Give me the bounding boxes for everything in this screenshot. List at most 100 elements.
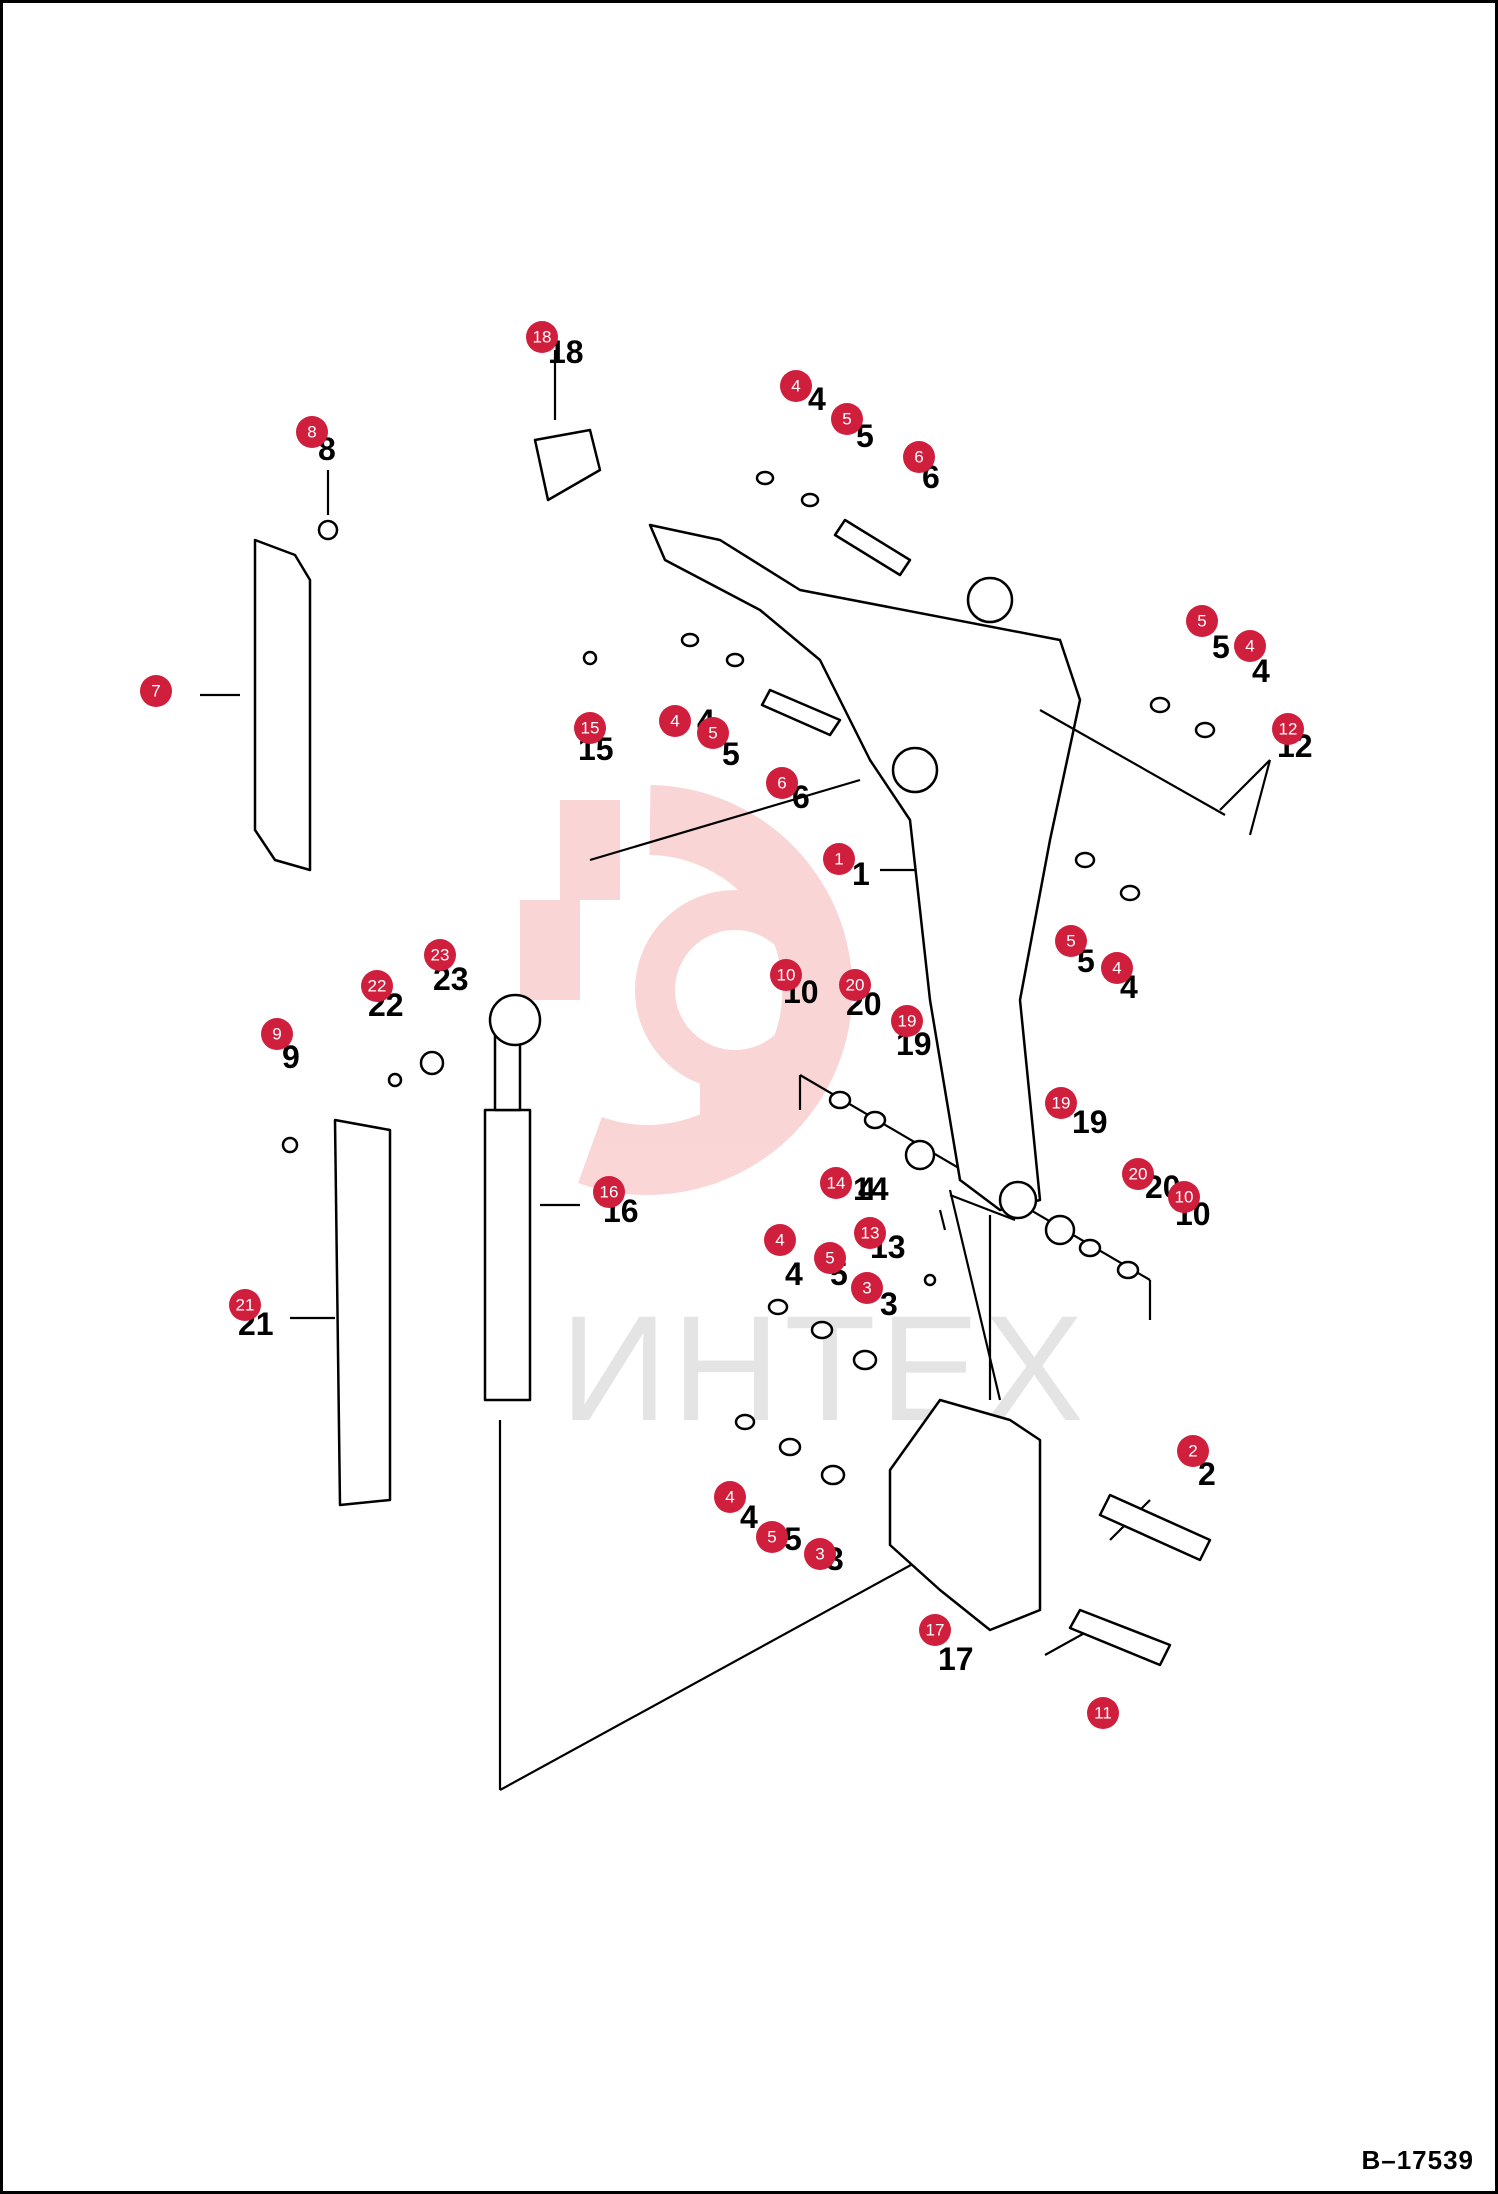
part-16-cylinder: [483, 1108, 532, 1402]
callout-4f: 4: [714, 1481, 746, 1513]
callout-16: 16: [593, 1176, 625, 1208]
svg-text:11: 11: [1094, 1704, 1112, 1723]
callout-3b: 3: [804, 1538, 836, 1570]
reference-code: B–17539: [1361, 2145, 1474, 2175]
part-8-nut: [317, 519, 339, 541]
svg-text:8: 8: [307, 423, 316, 442]
part-17-bracket: [888, 1398, 1042, 1632]
svg-text:3: 3: [815, 1545, 824, 1564]
svg-text:16: 16: [600, 1183, 619, 1202]
callout-5c: 5: [697, 717, 729, 749]
label-17: 17: [938, 1641, 974, 1677]
callout-18: 18: [526, 321, 558, 353]
callout-4e: 4: [764, 1224, 796, 1256]
callout-3a: 3: [851, 1272, 883, 1304]
part-18-block: [533, 428, 602, 502]
svg-text:3: 3: [862, 1279, 871, 1298]
svg-text:23: 23: [431, 946, 450, 965]
callout-21: 21: [229, 1289, 261, 1321]
svg-text:10: 10: [1175, 1188, 1194, 1207]
callout-14: 14: [820, 1167, 852, 1199]
label-4f: 4: [785, 1256, 803, 1292]
svg-text:5: 5: [708, 724, 717, 743]
callout-4b: 4: [1234, 630, 1266, 662]
callout-4a: 4: [780, 370, 812, 402]
part-12-rod: [1039, 709, 1226, 816]
part-numbers: 1 2 3 3 4 4 4 4 4 4 4 5 5 5 5 5 5 6 6 8 …: [238, 334, 1313, 1677]
svg-text:20: 20: [846, 976, 865, 995]
callout-10a: 10: [770, 959, 802, 991]
label-5f: 5: [784, 1521, 802, 1557]
svg-text:4: 4: [670, 712, 679, 731]
svg-text:19: 19: [1052, 1094, 1071, 1113]
svg-text:4: 4: [775, 1231, 784, 1250]
callout-19b: 19: [1045, 1087, 1077, 1119]
label-1: 1: [852, 856, 870, 892]
label-19b: 19: [1072, 1104, 1108, 1140]
callout-19a: 19: [891, 1005, 923, 1037]
callout-13: 13: [854, 1217, 886, 1249]
callout-1: 1: [823, 843, 855, 875]
part-2-pin: [1098, 1493, 1212, 1562]
callout-4d: 4: [1101, 952, 1133, 984]
svg-text:4: 4: [791, 377, 800, 396]
part-1-pivot-top: [966, 576, 1014, 624]
svg-text:13: 13: [861, 1224, 880, 1243]
callout-5e: 5: [814, 1242, 846, 1274]
callout-6a: 6: [903, 441, 935, 473]
callout-5b: 5: [1186, 605, 1218, 637]
label-4e: 4: [858, 1171, 876, 1207]
label-9: 9: [282, 1039, 300, 1075]
svg-text:18: 18: [533, 328, 552, 347]
callout-7: 7: [140, 675, 172, 707]
svg-text:12: 12: [1279, 720, 1298, 739]
callout-10b: 10: [1168, 1181, 1200, 1213]
part-11-pin: [1068, 1608, 1172, 1667]
svg-text:6: 6: [777, 774, 786, 793]
part-7-rail: [253, 538, 312, 872]
callout-12: 12: [1272, 713, 1304, 745]
svg-text:4: 4: [1245, 637, 1254, 656]
callout-5d: 5: [1055, 925, 1087, 957]
callout-8: 8: [296, 416, 328, 448]
callout-4c: 4: [659, 705, 691, 737]
part-23-bushing: [419, 1050, 445, 1076]
callout-23: 23: [424, 939, 456, 971]
svg-text:10: 10: [777, 966, 796, 985]
svg-text:14: 14: [827, 1174, 846, 1193]
svg-text:19: 19: [898, 1012, 917, 1031]
label-4g: 4: [740, 1499, 758, 1535]
part-6-pin-upper: [833, 518, 912, 577]
svg-text:4: 4: [1112, 959, 1121, 978]
svg-text:2: 2: [1188, 1442, 1197, 1461]
label-4b: 4: [1252, 653, 1270, 689]
part-19-bushing-left: [904, 1139, 936, 1171]
part-16-eye: [488, 993, 542, 1047]
label-3a: 3: [880, 1286, 898, 1322]
watermark-logo: [520, 785, 853, 1195]
svg-text:5: 5: [767, 1528, 776, 1547]
callout-9: 9: [261, 1018, 293, 1050]
callout-5f: 5: [756, 1521, 788, 1553]
svg-text:5: 5: [842, 410, 851, 429]
svg-text:15: 15: [581, 719, 600, 738]
callout-5a: 5: [831, 403, 863, 435]
callout-11: 11: [1087, 1697, 1119, 1729]
part-22-washer: [387, 1072, 403, 1088]
svg-text:21: 21: [236, 1296, 255, 1315]
part-21-tube: [333, 1118, 392, 1507]
label-5b: 5: [1212, 629, 1230, 665]
svg-text:5: 5: [825, 1249, 834, 1268]
svg-text:5: 5: [1066, 932, 1075, 951]
svg-text:9: 9: [272, 1025, 281, 1044]
callout-20b: 20: [1122, 1158, 1154, 1190]
svg-text:6: 6: [914, 448, 923, 467]
callout-20a: 20: [839, 969, 871, 1001]
callout-6b: 6: [766, 767, 798, 799]
svg-text:7: 7: [151, 682, 160, 701]
callout-17: 17: [919, 1614, 951, 1646]
svg-text:5: 5: [1197, 612, 1206, 631]
svg-text:1: 1: [834, 850, 843, 869]
svg-text:17: 17: [926, 1621, 945, 1640]
part-1-arm: [648, 523, 1082, 1212]
